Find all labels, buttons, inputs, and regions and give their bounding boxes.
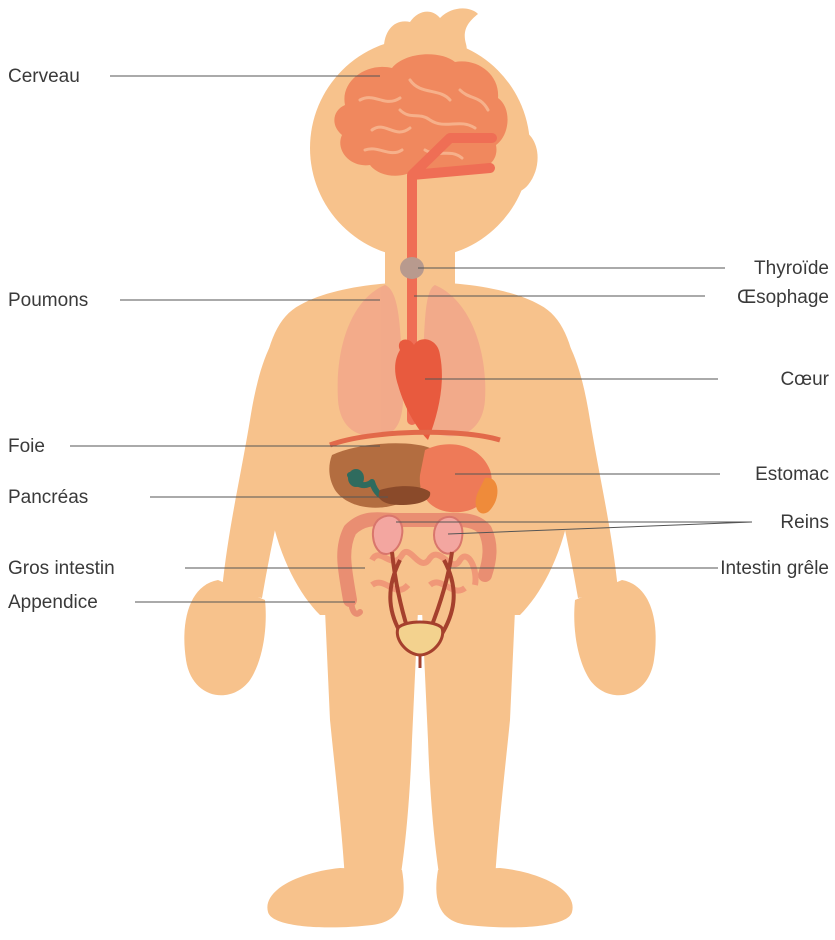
label-foie: Foie [8, 436, 45, 457]
label-appendice: Appendice [8, 592, 98, 613]
label-cerveau: Cerveau [8, 66, 80, 87]
label-coeur: Cœur [780, 369, 829, 390]
label-estomac: Estomac [755, 464, 829, 485]
label-oesophage: Œsophage [737, 287, 829, 308]
label-reins: Reins [780, 512, 829, 533]
label-thyroide: Thyroïde [754, 258, 829, 279]
label-intestin-grele: Intestin grêle [720, 558, 829, 579]
gallbladder-sac [348, 469, 364, 487]
label-gros-intestin: Gros intestin [8, 558, 115, 579]
label-poumons: Poumons [8, 290, 88, 311]
label-pancreas: Pancréas [8, 487, 88, 508]
